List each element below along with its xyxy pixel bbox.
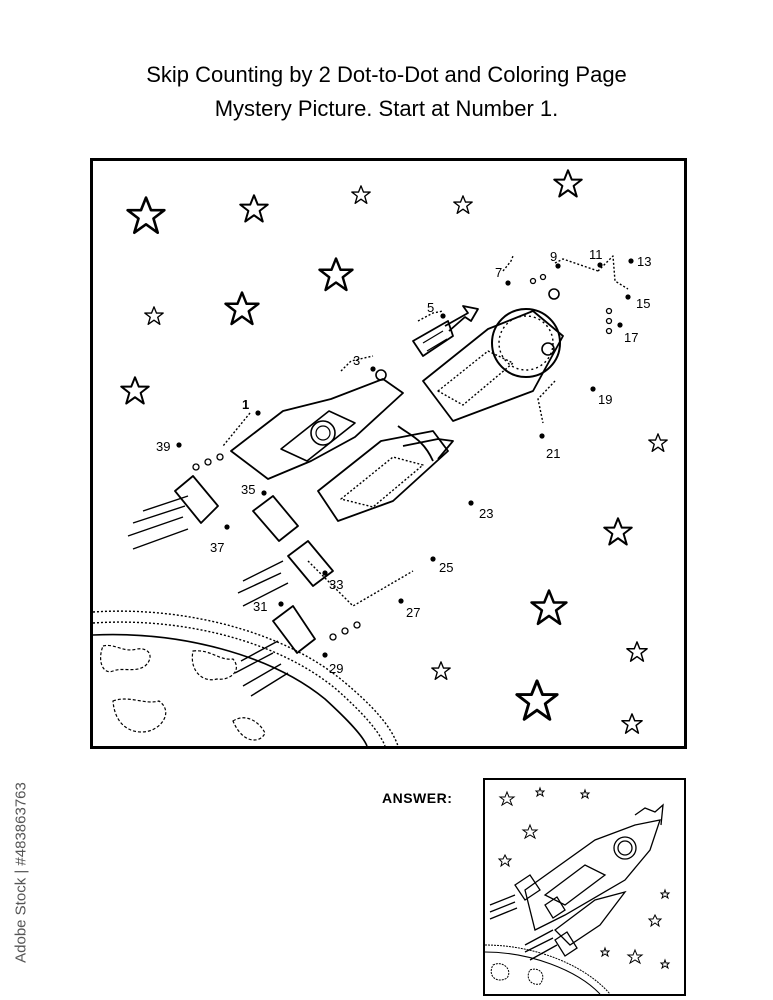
- dot-5: [440, 313, 446, 319]
- dot-label-25: 25: [439, 560, 453, 575]
- dot-label-39: 39: [156, 439, 170, 454]
- dot-13: [628, 258, 634, 264]
- dot-17: [617, 322, 623, 328]
- dot-35: [261, 490, 267, 496]
- dot-label-31: 31: [253, 599, 267, 614]
- dot-label-9: 9: [550, 249, 557, 264]
- dot-19: [590, 386, 596, 392]
- planet: [93, 610, 399, 746]
- dot-label-21: 21: [546, 446, 560, 461]
- dot-label-7: 7: [495, 265, 502, 280]
- star-icon: [431, 661, 451, 680]
- stock-id-text: Adobe Stock | #483863763: [12, 782, 30, 963]
- star-icon: [626, 641, 648, 662]
- dot-15: [625, 294, 631, 300]
- star-icon: [603, 517, 633, 546]
- dot-29: [322, 652, 328, 658]
- star-icon: [239, 194, 269, 223]
- star-icon: [648, 433, 668, 453]
- dot-label-15: 15: [636, 296, 650, 311]
- dot-label-29: 29: [329, 661, 343, 676]
- dot-label-5: 5: [427, 300, 434, 315]
- answer-label: ANSWER:: [382, 790, 453, 806]
- dot-label-19: 19: [598, 392, 612, 407]
- star-icon: [621, 713, 643, 734]
- dot-to-dot-picture: 1 3 5 7 9 11 13 15 17 19 21 23 25: [93, 169, 668, 746]
- answer-picture: [485, 786, 671, 994]
- puzzle-panel: 1 3 5 7 9 11 13 15 17 19 21 23 25: [90, 158, 687, 749]
- page-title-line-1: Skip Counting by 2 Dot-to-Dot and Colori…: [146, 62, 627, 87]
- star-icon: [530, 589, 568, 626]
- dot-27: [398, 598, 404, 604]
- stock-watermark: Adobe Stock | #483863763: [6, 760, 30, 990]
- dot-label-11: 11: [589, 247, 603, 262]
- dot-label-23: 23: [479, 506, 493, 521]
- numbered-dots: 1 3 5 7 9 11 13 15 17 19 21 23 25: [156, 247, 651, 676]
- dot-7: [505, 280, 511, 286]
- dot-9: [555, 263, 561, 269]
- dot-39: [176, 442, 182, 448]
- dot-label-35: 35: [241, 482, 255, 497]
- dot-label-33: 33: [329, 577, 343, 592]
- dot-11: [597, 262, 603, 268]
- dot-25: [430, 556, 436, 562]
- star-icon: [553, 169, 583, 198]
- star-icon: [126, 196, 166, 235]
- dot-label-37: 37: [210, 540, 224, 555]
- star-icon: [318, 257, 354, 292]
- dot-31: [278, 601, 284, 607]
- dot-label-27: 27: [406, 605, 420, 620]
- dot-1: [255, 410, 261, 416]
- dot-label-17: 17: [624, 330, 638, 345]
- stars: [120, 169, 668, 734]
- star-icon: [515, 679, 559, 721]
- dot-37: [224, 524, 230, 530]
- dot-label-13: 13: [637, 254, 651, 269]
- rocket: [127, 255, 629, 697]
- star-icon: [453, 195, 473, 214]
- star-icon: [120, 376, 150, 405]
- star-icon: [144, 306, 164, 326]
- dot-23: [468, 500, 474, 506]
- dot-label-1: 1: [242, 397, 249, 412]
- answer-thumbnail: [483, 778, 686, 996]
- dot-3: [370, 366, 376, 372]
- star-icon: [224, 291, 260, 326]
- page-title-line-2: Mystery Picture. Start at Number 1.: [214, 96, 559, 121]
- dot-label-3: 3: [353, 353, 360, 368]
- dot-21: [539, 433, 545, 439]
- star-icon: [351, 185, 371, 204]
- dot-33: [322, 570, 328, 576]
